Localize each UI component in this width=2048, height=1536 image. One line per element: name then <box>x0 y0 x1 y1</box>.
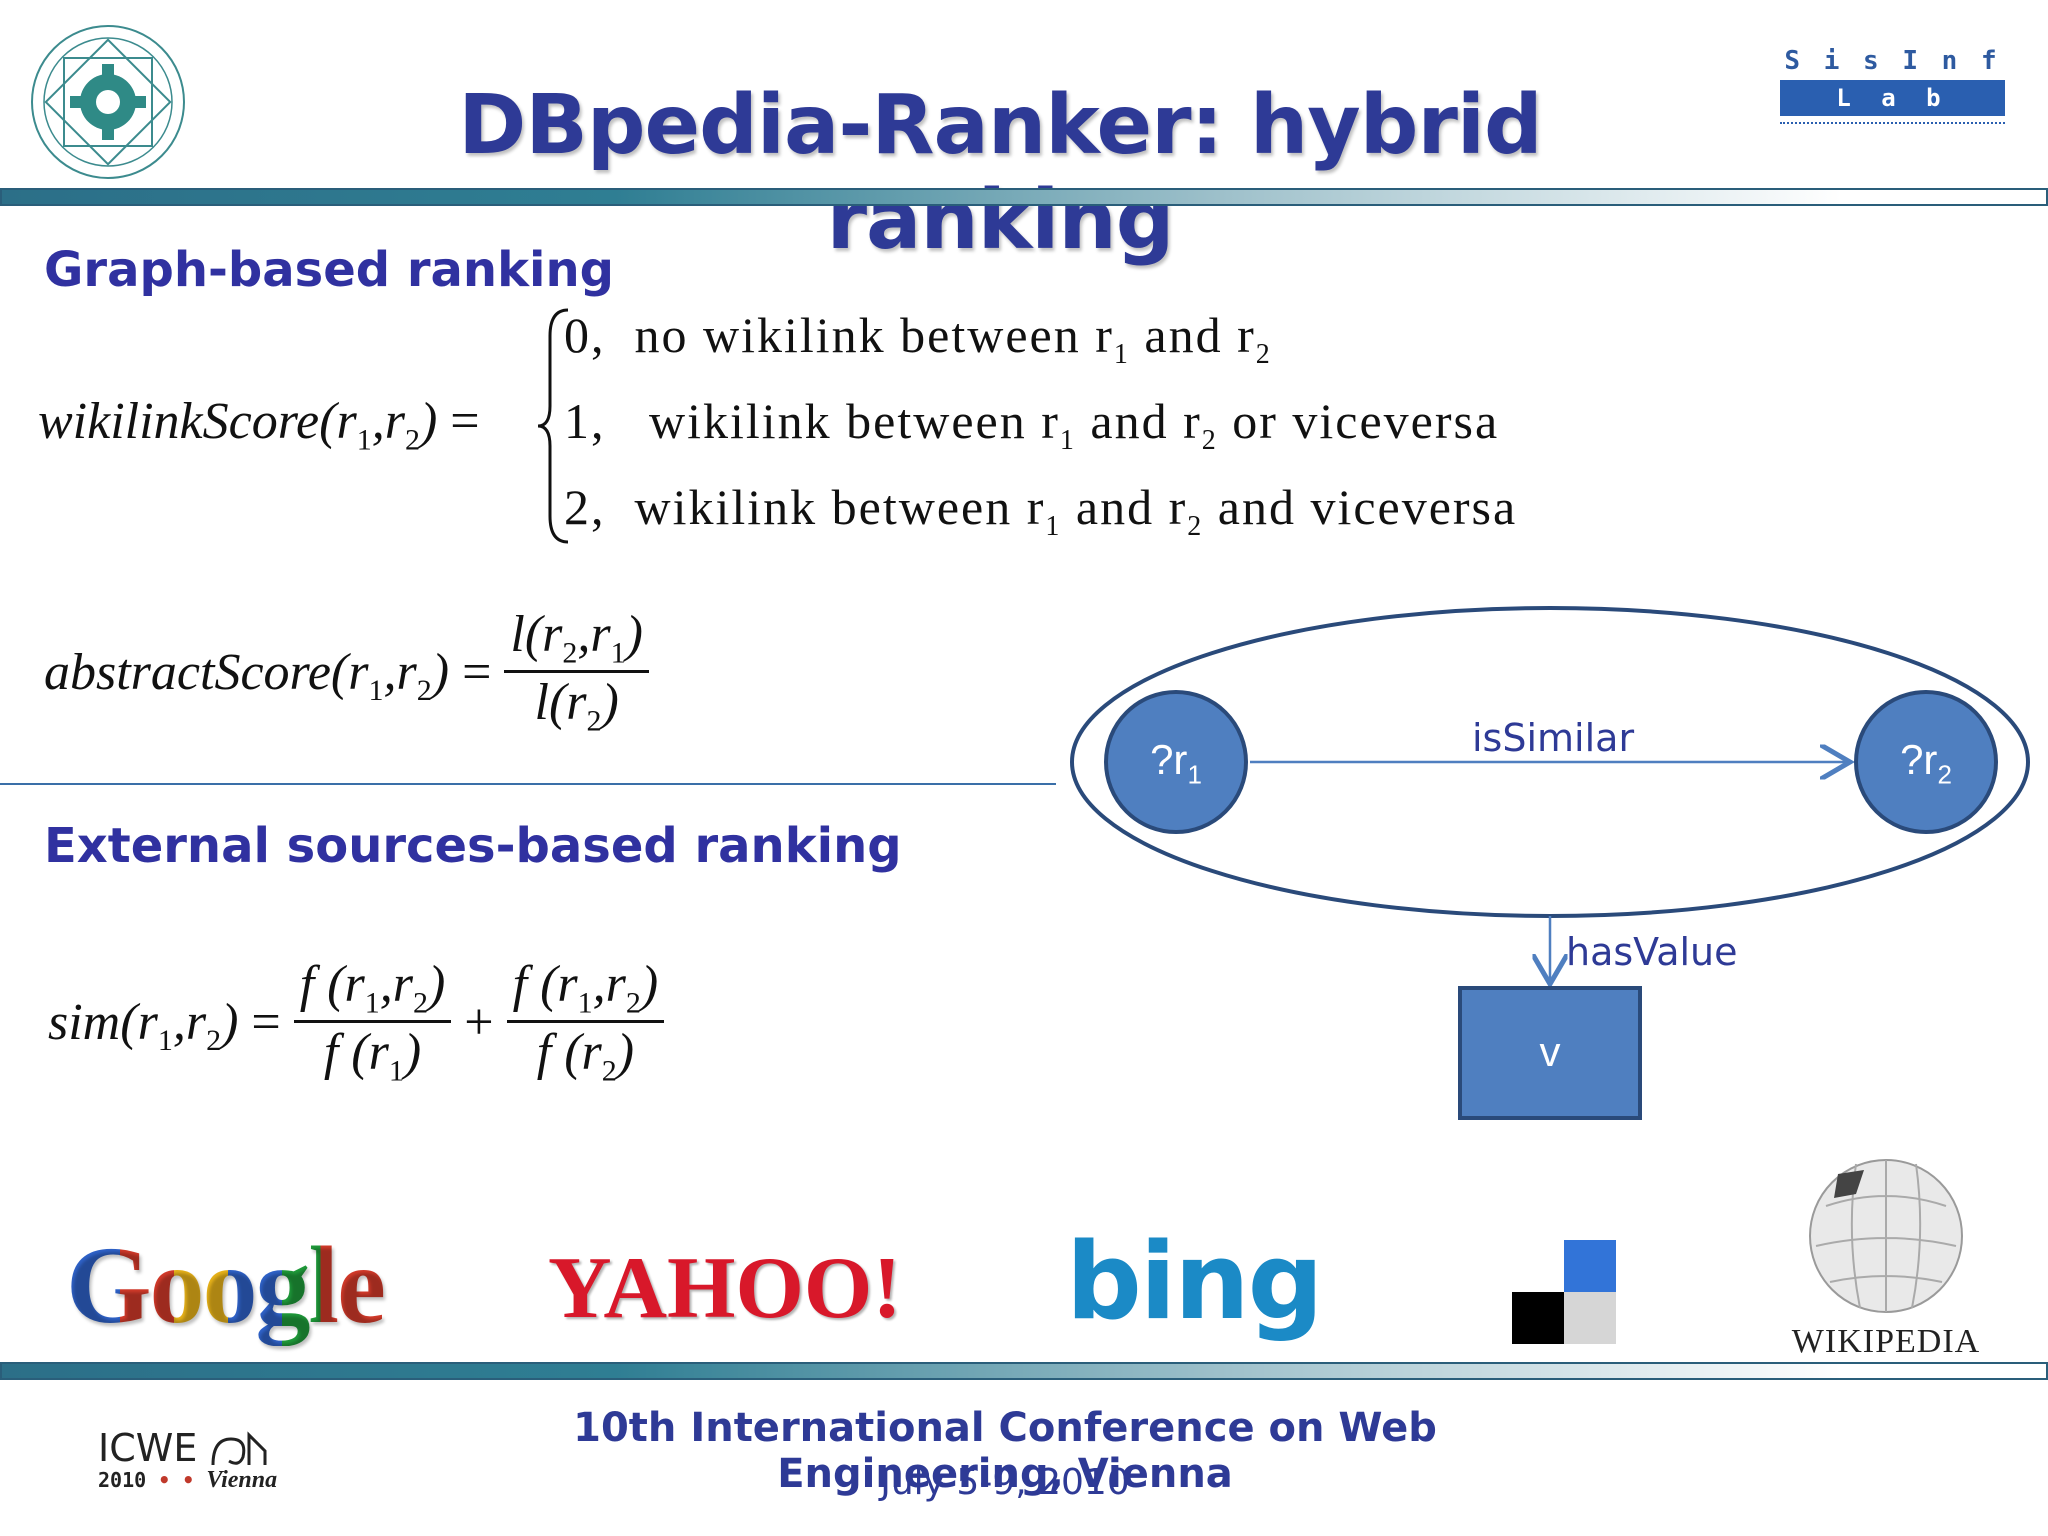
node-r1 <box>1104 690 1248 834</box>
icwe-logo: ICWE 2010 • • Vienna <box>98 1426 278 1493</box>
similarity-diagram: ?r1 ?r2 isSimilar hasValue v <box>1060 600 2045 1130</box>
icwe-logo-year: 2010 <box>98 1467 147 1492</box>
node-r2-label: ?r2 <box>1900 736 1952 790</box>
wikipedia-logo: WIKIPEDIA <box>1786 1146 1986 1364</box>
wikipedia-globe-icon <box>1809 1159 1963 1313</box>
wikilink-score-name: wikilinkScore <box>38 393 320 450</box>
wikilink-score-lhs: wikilinkScore(r1,r2) = <box>38 393 480 457</box>
icwe-logo-city: Vienna <box>206 1466 278 1493</box>
bing-logo: bing <box>1066 1220 1324 1343</box>
sim-fraction-1: f (r1,r2) f (r1) <box>293 955 452 1089</box>
delicious-logo <box>1512 1240 1616 1344</box>
university-seal-logo <box>28 22 188 182</box>
is-similar-label: isSimilar <box>1472 716 1635 760</box>
yahoo-logo: YAHOO! <box>548 1240 902 1337</box>
header-divider <box>0 188 2048 206</box>
case-line-1: 1, wikilink between r1 and r2 or vicever… <box>564 393 1500 456</box>
section-divider <box>0 783 1056 785</box>
wikipedia-wordmark: WIKIPEDIA <box>1791 1323 1981 1360</box>
google-logo: Google <box>66 1224 386 1346</box>
sisinf-logo-bar: L a b <box>1780 80 2005 116</box>
value-node <box>1458 986 1642 1120</box>
sisinf-lab-logo: S i s I n f L a b <box>1780 46 2005 146</box>
value-node-label: v <box>1539 1028 1561 1075</box>
footer-divider <box>0 1362 2048 1380</box>
node-r1-label: ?r1 <box>1150 736 1202 790</box>
abstract-score-name: abstractScore <box>44 643 331 701</box>
node-r2 <box>1854 690 1998 834</box>
sisinf-logo-top-text: S i s I n f <box>1784 46 2001 76</box>
footer-conference: 10th International Conference on Web Eng… <box>573 1405 1437 1497</box>
has-value-label: hasValue <box>1566 930 1738 974</box>
sim-name: sim <box>48 993 121 1051</box>
abstract-score-formula: abstractScore(r1,r2) = l(r2,r1) l(r2) <box>44 606 649 739</box>
sisinf-logo-footer-line <box>1780 122 2005 130</box>
slide-title: DBpedia-Ranker: hybrid ranking <box>458 78 1542 268</box>
case-line-0: 0, no wikilink between r1 and r2 <box>564 307 1272 370</box>
cases-brace <box>536 306 576 546</box>
graph-section-heading: Graph-based ranking <box>44 242 614 298</box>
footer-dates: July 5-9, 2010 <box>880 1462 1130 1503</box>
abstract-score-fraction: l(r2,r1) l(r2) <box>504 605 649 739</box>
case-line-2: 2, wikilink between r1 and r2 and viceve… <box>564 479 1518 542</box>
sisinf-logo-bottom-text: L a b <box>1836 84 1949 112</box>
external-section-heading: External sources-based ranking <box>44 818 902 874</box>
sim-formula: sim(r1,r2) = f (r1,r2) f (r1) + f (r1,r2… <box>48 956 665 1089</box>
sim-fraction-2: f (r1,r2) f (r2) <box>506 955 665 1089</box>
icwe-logo-text: ICWE <box>98 1426 198 1470</box>
